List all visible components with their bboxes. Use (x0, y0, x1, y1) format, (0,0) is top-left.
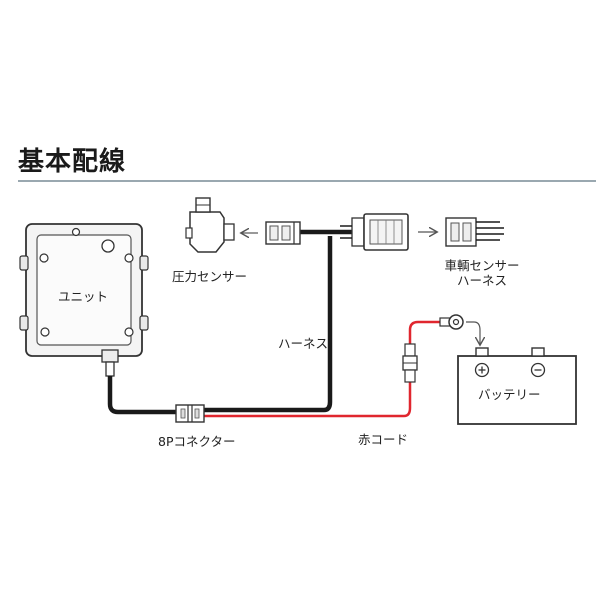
unit-to-connector-wire (107, 376, 176, 415)
red-cord-wire-upper (408, 320, 442, 344)
harness-connector-icon (265, 221, 301, 245)
fuse-holder-icon (402, 343, 418, 383)
unit-box (19, 223, 149, 377)
connector-8p-label: 8Pコネクター (158, 434, 236, 449)
vehicle-harness-label: 車輌センサー ハーネス (434, 258, 530, 288)
battery-label: バッテリー (478, 387, 541, 402)
pressure-sensor-icon (185, 197, 235, 253)
vehicle-harness-label-line2: ハーネス (456, 273, 507, 288)
vehicle-harness-icon (445, 217, 504, 247)
unit-label: ユニット (58, 289, 109, 304)
pressure-sensor-label: 圧力センサー (172, 269, 248, 284)
battery-icon (457, 347, 577, 425)
ring-terminal-icon (439, 314, 464, 330)
title-divider (18, 180, 596, 182)
harness-wire (204, 236, 333, 413)
harness-socket-icon (340, 213, 409, 251)
connector-8p-icon (175, 404, 205, 423)
arrow-to-battery-plus (466, 321, 480, 344)
page-title: 基本配線 (18, 147, 127, 177)
vehicle-harness-label-line1: 車輌センサー (444, 258, 520, 273)
harness-label: ハーネス (278, 336, 329, 351)
red-cord-wire (204, 382, 412, 418)
red-cord-label: 赤コード (358, 432, 409, 447)
